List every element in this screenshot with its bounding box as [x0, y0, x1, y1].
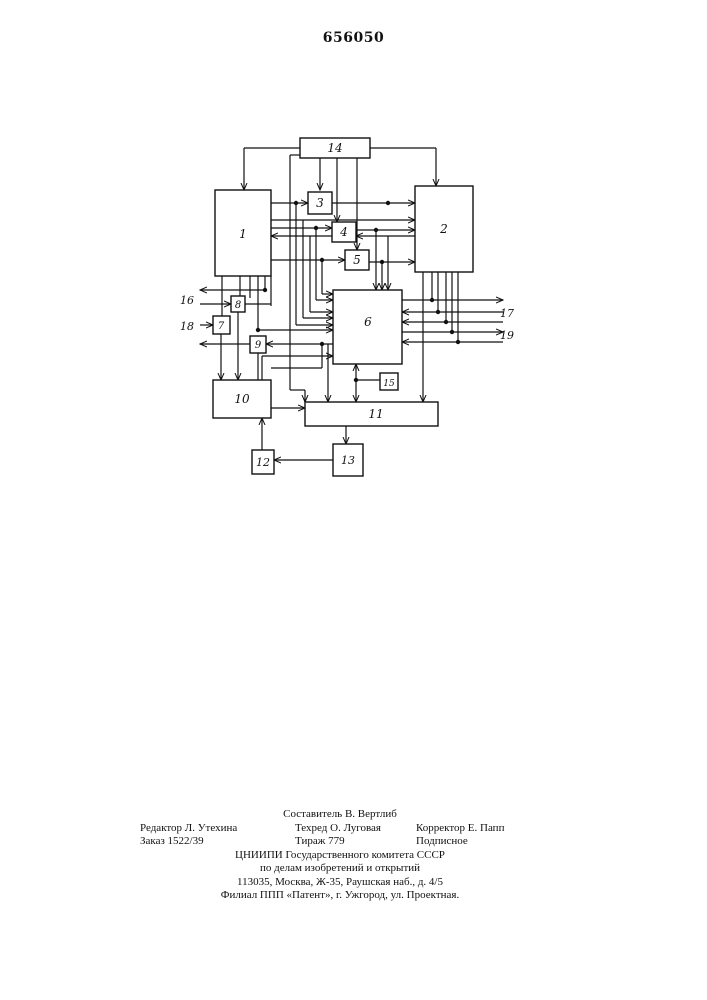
block-12-label: 12 — [256, 456, 270, 469]
terminal-18-label: 18 — [180, 320, 194, 333]
imprint-editor: Редактор Л. Утехина — [140, 822, 237, 836]
imprint-address: 113035, Москва, Ж-35, Раушская наб., д. … — [140, 876, 540, 890]
terminal-17-label: 17 — [500, 307, 514, 320]
imprint-techred: Техред О. Луговая — [295, 822, 381, 836]
imprint-org2: по делам изобретений и открытий — [140, 862, 540, 876]
imprint-corrector: Корректор Е. Папп — [416, 822, 504, 836]
terminal-19-label: 19 — [500, 329, 514, 342]
terminal-16-label: 16 — [180, 294, 194, 307]
block-15-label: 15 — [383, 379, 395, 389]
imprint-compiler: Составитель В. Вертлиб — [140, 808, 540, 822]
blocks — [213, 138, 473, 476]
block-2-label: 2 — [439, 222, 448, 236]
imprint-subscription: Подписное — [416, 835, 468, 849]
block-6-label: 6 — [364, 315, 372, 329]
imprint-branch: Филиал ППП «Патент», г. Ужгород, ул. Про… — [140, 889, 540, 903]
block-11-label: 11 — [368, 407, 383, 421]
block-5-label: 5 — [353, 253, 361, 267]
block-13-label: 13 — [341, 454, 355, 467]
block-14-label: 14 — [327, 141, 342, 155]
block-7-label: 7 — [218, 321, 225, 332]
block-10-label: 10 — [234, 392, 250, 406]
imprint-order: Заказ 1522/39 — [140, 835, 204, 849]
imprint-block: Составитель В. Вертлиб Редактор Л. Утехи… — [140, 808, 540, 903]
imprint-org1: ЦНИИПИ Государственного комитета СССР — [140, 849, 540, 863]
block-1-label: 1 — [239, 227, 247, 241]
imprint-circulation: Тираж 779 — [295, 835, 345, 849]
block-3-label: 3 — [316, 196, 324, 210]
block-8-label: 8 — [235, 300, 241, 311]
block-4-label: 4 — [339, 225, 348, 239]
block-9-label: 9 — [255, 340, 262, 351]
